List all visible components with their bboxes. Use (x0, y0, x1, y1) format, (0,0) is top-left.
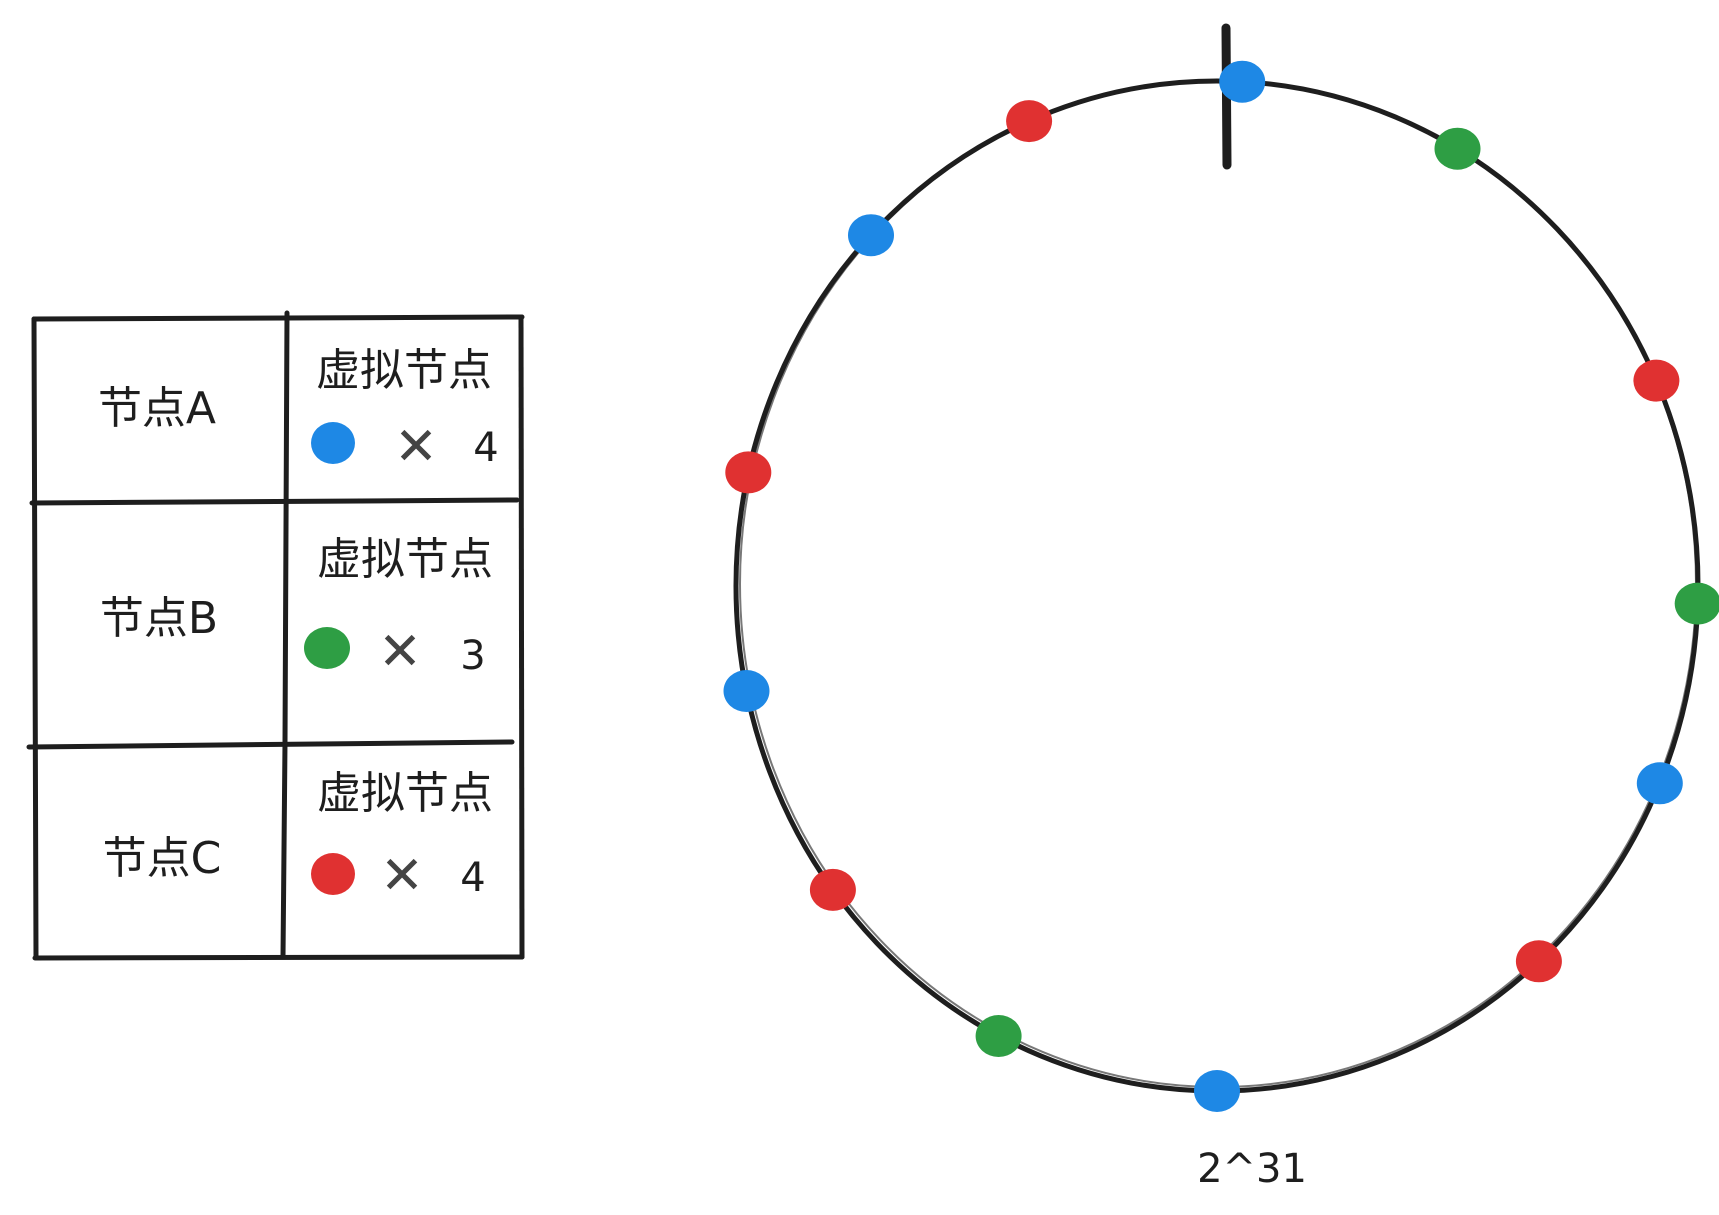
node-c-virtual-count: 4 (460, 855, 485, 901)
ring-virtual-node-node-c (1006, 100, 1053, 143)
ring-virtual-node-node-c (725, 451, 772, 494)
table-border-left (31, 316, 39, 961)
table-divider-column (280, 310, 290, 960)
node-b-virtual-label: 虚拟节点 (317, 534, 493, 585)
table-row-node-c: 节点C 虚拟节点 ✕ 4 (103, 768, 493, 906)
ring-points (723, 60, 1719, 1112)
multiply-icon: ✕ (394, 417, 438, 477)
virtual-node-table (26, 310, 525, 961)
ring-max-label: 2^31 (1197, 1146, 1307, 1192)
node-b-color-dot (304, 627, 350, 669)
multiply-icon: ✕ (380, 846, 424, 906)
table-border-top (31, 314, 525, 322)
node-c-virtual-label: 虚拟节点 (317, 768, 493, 819)
node-b-label: 节点B (100, 593, 218, 644)
hash-ring: 2^31 (723, 23, 1719, 1192)
node-a-virtual-label: 虚拟节点 (316, 345, 492, 396)
ring-virtual-node-node-b (1434, 127, 1481, 170)
node-c-label: 节点C (103, 833, 222, 884)
ring-virtual-node-node-a (1219, 60, 1266, 103)
node-a-color-dot (311, 422, 355, 464)
multiply-icon: ✕ (378, 622, 422, 682)
table-divider-row-2 (26, 739, 515, 750)
ring-virtual-node-node-b (975, 1015, 1022, 1057)
ring-virtual-node-node-a (848, 214, 894, 257)
ring-virtual-node-node-b (1674, 582, 1719, 625)
ring-virtual-node-node-c (1633, 359, 1680, 402)
table-divider-row-1 (29, 497, 520, 506)
node-a-virtual-count: 4 (473, 425, 498, 471)
ring-virtual-node-node-a (1194, 1070, 1240, 1112)
table-border-right (518, 314, 525, 960)
table-row-node-b: 节点B 虚拟节点 ✕ 3 (100, 534, 493, 682)
table-border-bottom (32, 954, 525, 961)
node-b-virtual-count: 3 (460, 633, 485, 679)
ring-virtual-node-node-a (1636, 762, 1683, 805)
node-a-label: 节点A (98, 383, 216, 434)
ring-virtual-node-node-c (1515, 940, 1562, 983)
node-c-color-dot (311, 853, 355, 895)
table-row-node-a: 节点A 虚拟节点 ✕ 4 (98, 345, 499, 477)
ring-virtual-node-node-a (723, 670, 770, 712)
ring-virtual-node-node-c (809, 868, 856, 911)
